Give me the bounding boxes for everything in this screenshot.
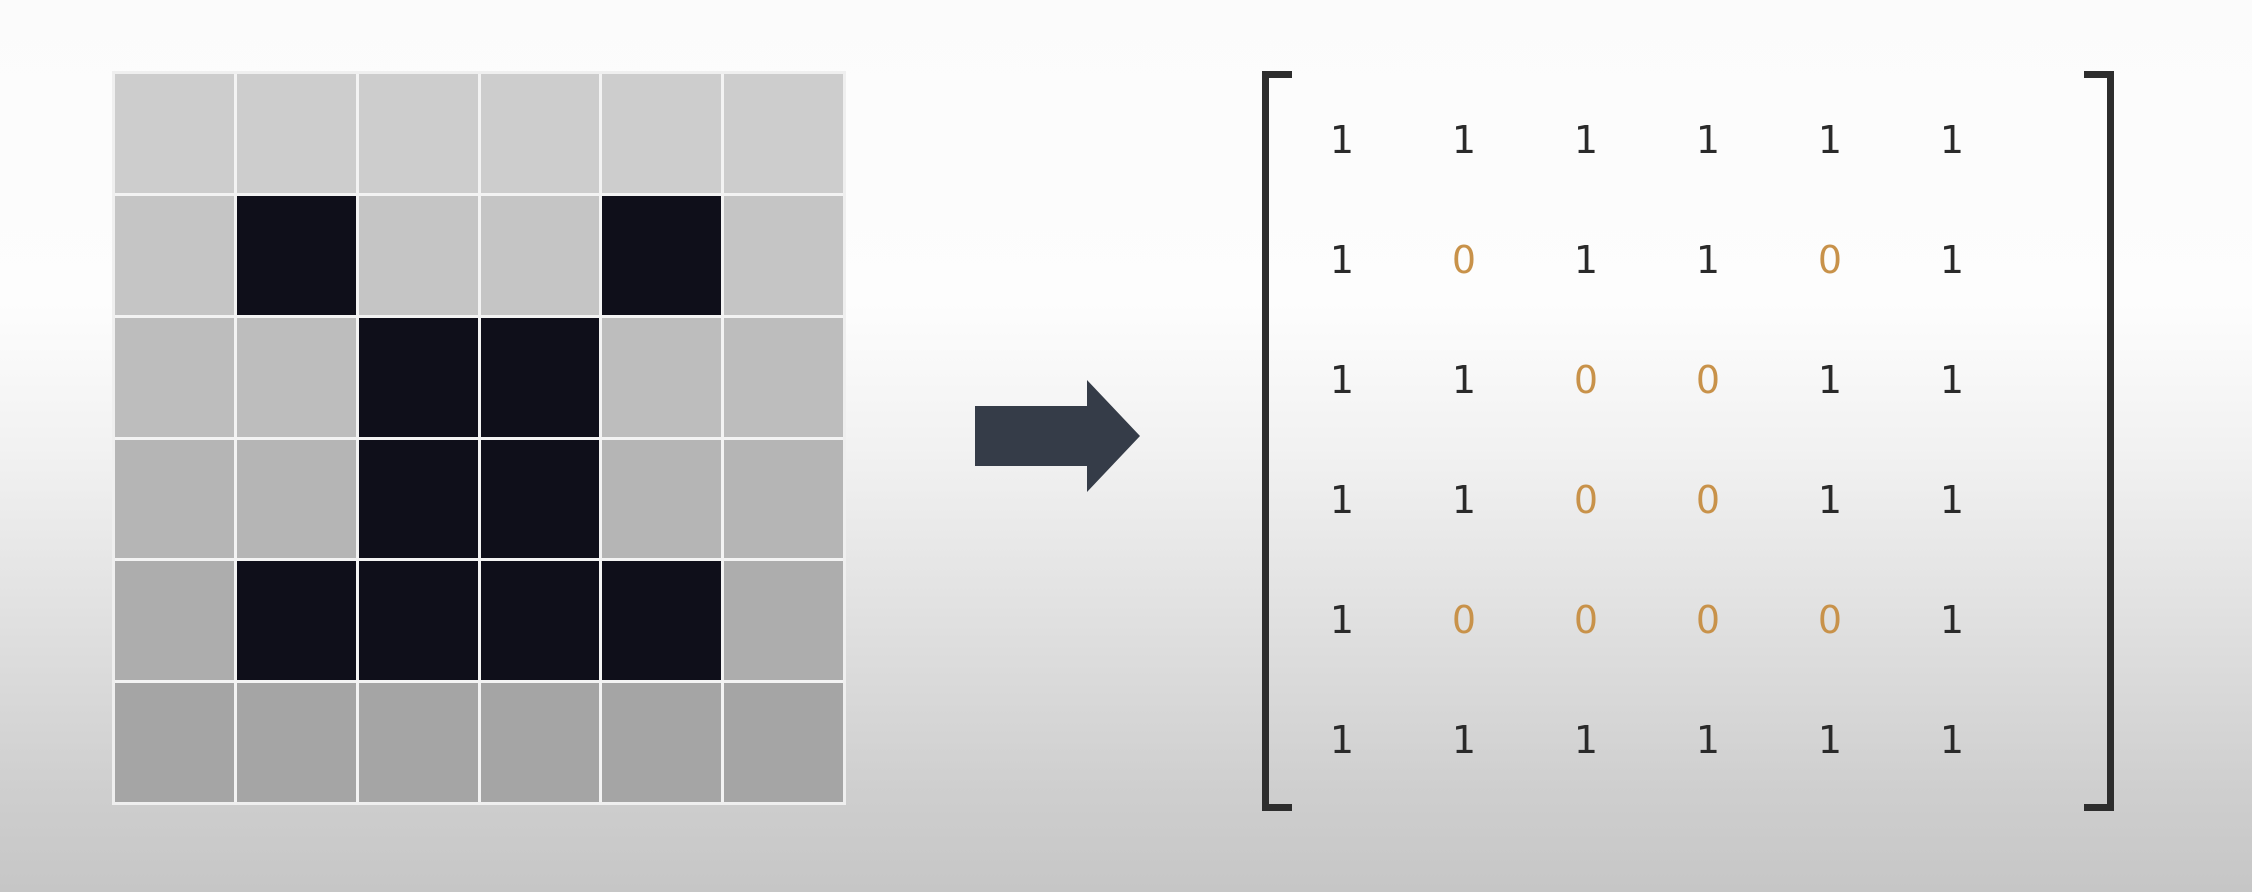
matrix-value: 1 bbox=[1939, 238, 1965, 282]
matrix-value: 1 bbox=[1573, 718, 1599, 762]
pixel-cell-dark bbox=[358, 317, 478, 437]
matrix-value: 1 bbox=[1695, 238, 1721, 282]
matrix-value: 0 bbox=[1817, 238, 1843, 282]
matrix-right-bracket bbox=[2084, 71, 2114, 811]
matrix-value: 1 bbox=[1573, 238, 1599, 282]
pixel-cell-dark bbox=[480, 561, 600, 681]
pixel-cell-dark bbox=[480, 317, 600, 437]
matrix-value: 1 bbox=[1817, 718, 1843, 762]
matrix-value: 0 bbox=[1573, 358, 1599, 402]
matrix-value: 1 bbox=[1817, 358, 1843, 402]
matrix-value: 1 bbox=[1329, 238, 1355, 282]
matrix-value: 1 bbox=[1939, 718, 1965, 762]
matrix-value: 1 bbox=[1573, 118, 1599, 162]
pixel-cell-light bbox=[236, 317, 356, 437]
pixel-cell-light bbox=[115, 561, 234, 681]
pixel-cell-light bbox=[724, 317, 843, 437]
arrow-shape bbox=[975, 380, 1140, 492]
matrix-value: 1 bbox=[1329, 118, 1355, 162]
pixel-cell-light bbox=[115, 317, 234, 437]
matrix-value: 0 bbox=[1695, 358, 1721, 402]
pixel-cell-light bbox=[724, 74, 843, 193]
pixel-cell-dark bbox=[358, 439, 478, 559]
pixel-cell-dark bbox=[236, 195, 356, 315]
pixel-cell-dark bbox=[236, 561, 356, 681]
matrix-value: 0 bbox=[1451, 238, 1477, 282]
matrix-value: 1 bbox=[1451, 118, 1477, 162]
matrix-value: 1 bbox=[1329, 598, 1355, 642]
pixel-cell-light bbox=[724, 561, 843, 681]
pixel-cell-light bbox=[602, 439, 722, 559]
pixel-cell-dark bbox=[480, 439, 600, 559]
matrix-value: 1 bbox=[1817, 118, 1843, 162]
matrix-value: 1 bbox=[1939, 598, 1965, 642]
matrix-value: 0 bbox=[1573, 598, 1599, 642]
right-arrow-icon bbox=[975, 380, 1140, 492]
matrix: 1 1 1 1 1 1 1 0 1 1 0 1 1 1 0 0 1 1 1 1 0 0 1 1 1 0 0 0 0 1 1 1 1 1 1 1 bbox=[1262, 71, 2114, 811]
pixel-grid bbox=[112, 71, 846, 805]
pixel-cell-dark bbox=[602, 195, 722, 315]
pixel-cell-light bbox=[724, 439, 843, 559]
pixel-cell-dark bbox=[358, 561, 478, 681]
matrix-left-bracket bbox=[1262, 71, 1292, 811]
matrix-value: 1 bbox=[1695, 118, 1721, 162]
pixel-cell-light bbox=[724, 683, 843, 802]
matrix-value: 1 bbox=[1939, 358, 1965, 402]
matrix-value: 1 bbox=[1451, 718, 1477, 762]
matrix-value: 0 bbox=[1817, 598, 1843, 642]
matrix-value: 0 bbox=[1695, 478, 1721, 522]
pixel-cell-light bbox=[480, 74, 600, 193]
pixel-cell-light bbox=[115, 439, 234, 559]
matrix-values: 1 1 1 1 1 1 1 0 1 1 0 1 1 1 0 0 1 1 1 1 0 0 1 1 1 0 0 0 0 1 1 1 1 1 1 1 bbox=[1330, 71, 2074, 811]
pixel-cell-light bbox=[236, 683, 356, 802]
matrix-value: 0 bbox=[1695, 598, 1721, 642]
pixel-cell-light bbox=[602, 317, 722, 437]
matrix-value: 1 bbox=[1695, 718, 1721, 762]
pixel-cell-light bbox=[602, 74, 722, 193]
matrix-value: 1 bbox=[1451, 478, 1477, 522]
pixel-cell-light bbox=[236, 439, 356, 559]
matrix-value: 1 bbox=[1939, 118, 1965, 162]
pixel-cell-light bbox=[480, 195, 600, 315]
pixel-cell-light bbox=[358, 195, 478, 315]
pixel-cell-light bbox=[602, 683, 722, 802]
matrix-value: 1 bbox=[1329, 478, 1355, 522]
pixel-cell-light bbox=[236, 74, 356, 193]
matrix-value: 1 bbox=[1817, 478, 1843, 522]
matrix-value: 1 bbox=[1451, 358, 1477, 402]
pixel-cell-light bbox=[115, 683, 234, 802]
pixel-cell-light bbox=[115, 195, 234, 315]
pixel-cell-light bbox=[115, 74, 234, 193]
pixel-cell-light bbox=[358, 74, 478, 193]
matrix-value: 1 bbox=[1939, 478, 1965, 522]
pixel-cell-light bbox=[358, 683, 478, 802]
matrix-value: 0 bbox=[1451, 598, 1477, 642]
pixel-cell-light bbox=[480, 683, 600, 802]
matrix-value: 1 bbox=[1329, 718, 1355, 762]
matrix-value: 0 bbox=[1573, 478, 1599, 522]
pixel-cell-light bbox=[724, 195, 843, 315]
pixel-cell-dark bbox=[602, 561, 722, 681]
matrix-value: 1 bbox=[1329, 358, 1355, 402]
